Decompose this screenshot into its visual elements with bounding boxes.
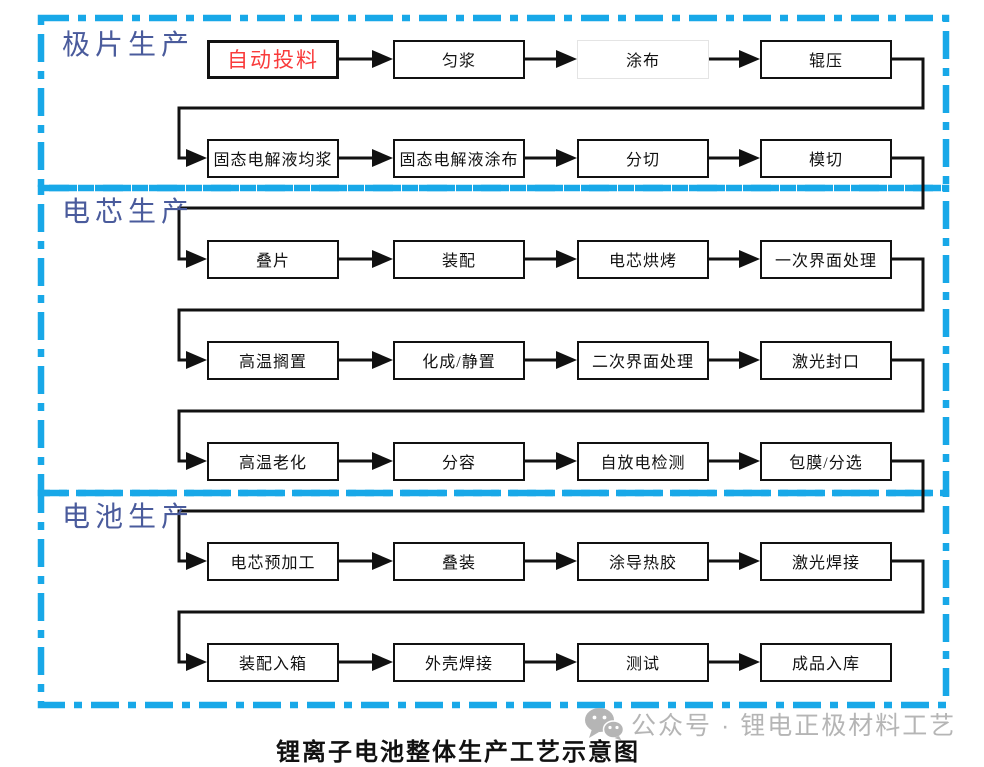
arrowhead-icon [739, 653, 760, 671]
arrowhead-icon [556, 250, 577, 268]
flow-step-box-1-0: 固态电解液均浆 [207, 138, 339, 178]
flow-step-box-0-2: 涂布 [577, 39, 709, 79]
arrowhead-icon [739, 552, 760, 570]
flow-step-box-4-1: 分容 [393, 441, 525, 481]
arrowhead-icon [372, 149, 393, 167]
flow-step-box-0-3: 辊压 [760, 39, 892, 79]
arrowhead-icon [556, 50, 577, 68]
flow-step-box-2-2: 电芯烘烤 [577, 239, 709, 279]
flow-step-box-4-0: 高温老化 [207, 441, 339, 481]
arrowhead-icon [556, 452, 577, 470]
flow-step-box-4-2: 自放电检测 [577, 441, 709, 481]
section-label-cell: 电芯生产 [62, 197, 195, 228]
row-wrap-connector [177, 156, 925, 261]
watermark: 公众号 · 锂电正极材料工艺 [584, 706, 956, 742]
flow-step-box-4-3: 包膜/分选 [760, 441, 892, 481]
arrowhead-icon [556, 351, 577, 369]
arrowhead-icon [186, 149, 207, 167]
arrowhead-icon [372, 552, 393, 570]
arrowhead-icon [186, 452, 207, 470]
arrowhead-icon [739, 351, 760, 369]
flow-step-box-3-3: 激光封口 [760, 340, 892, 380]
row-wrap-connector [177, 257, 925, 362]
flow-step-box-2-1: 装配 [393, 239, 525, 279]
section-border-2 [37, 489, 950, 709]
arrowhead-icon [186, 351, 207, 369]
arrowhead-icon [372, 250, 393, 268]
arrowhead-icon [372, 351, 393, 369]
diagram-title: 锂离子电池整体生产工艺示意图 [276, 740, 640, 766]
row-wrap-connector [177, 559, 925, 664]
flow-step-box-6-1: 外壳焊接 [393, 642, 525, 682]
flow-step-box-3-2: 二次界面处理 [577, 340, 709, 380]
flow-step-box-0-1: 匀浆 [393, 39, 525, 79]
flow-step-box-3-1: 化成/静置 [393, 340, 525, 380]
flow-step-box-1-1: 固态电解液涂布 [393, 138, 525, 178]
row-wrap-connector [177, 57, 925, 160]
flow-step-box-0-0: 自动投料 [207, 39, 339, 79]
arrowhead-icon [739, 50, 760, 68]
arrowhead-icon [186, 552, 207, 570]
arrowhead-icon [739, 250, 760, 268]
flow-step-box-6-0: 装配入箱 [207, 642, 339, 682]
flow-step-box-3-0: 高温搁置 [207, 340, 339, 380]
flow-step-box-5-3: 激光焊接 [760, 541, 892, 581]
arrowhead-icon [372, 653, 393, 671]
wechat-icon [585, 708, 624, 741]
arrowhead-icon [739, 452, 760, 470]
flow-step-box-1-3: 模切 [760, 138, 892, 178]
arrowhead-icon [739, 149, 760, 167]
arrowhead-icon [186, 653, 207, 671]
arrowhead-icon [372, 50, 393, 68]
flow-step-box-5-0: 电芯预加工 [207, 541, 339, 581]
flow-step-box-6-3: 成品入库 [760, 642, 892, 682]
flow-step-box-1-2: 分切 [577, 138, 709, 178]
flow-step-box-2-3: 一次界面处理 [760, 239, 892, 279]
arrowhead-icon [372, 452, 393, 470]
arrowhead-icon [556, 552, 577, 570]
flow-step-box-5-1: 叠装 [393, 541, 525, 581]
flow-step-box-6-2: 测试 [577, 642, 709, 682]
section-label-battery: 电池生产 [62, 502, 195, 533]
watermark-text: 公众号 · 锂电正极材料工艺 [631, 712, 957, 740]
arrowhead-icon [556, 653, 577, 671]
row-wrap-connector [177, 358, 925, 463]
section-label-electrode: 极片生产 [62, 30, 195, 61]
arrowhead-icon [186, 250, 207, 268]
flow-step-box-5-2: 涂导热胶 [577, 541, 709, 581]
row-wrap-connector [177, 459, 925, 563]
arrowhead-icon [556, 149, 577, 167]
flow-step-box-2-0: 叠片 [207, 239, 339, 279]
